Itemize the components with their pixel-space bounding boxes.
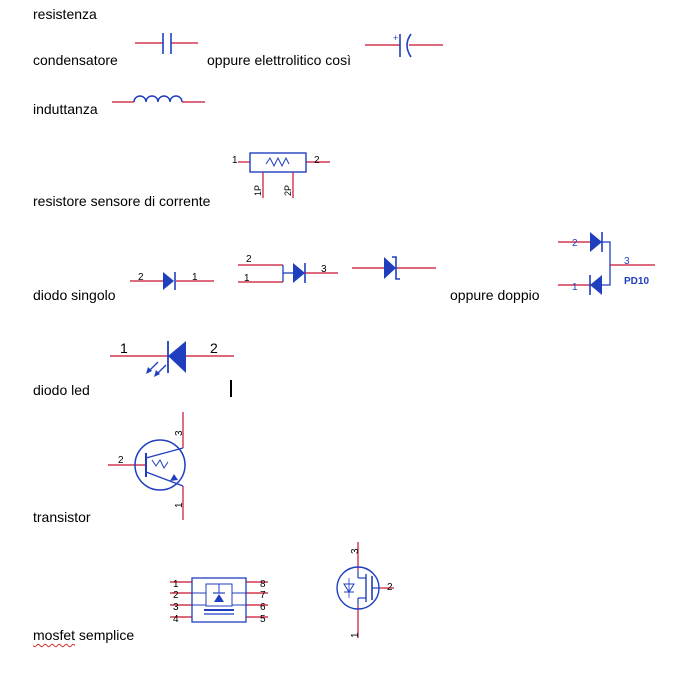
- label-induttanza: induttanza: [33, 101, 98, 117]
- label-mosfet-word: mosfet: [33, 627, 76, 643]
- pin-label: 3: [321, 264, 327, 275]
- pin-label: 1: [244, 273, 250, 284]
- pin-label: 1: [572, 282, 578, 293]
- pin-label: 2: [210, 340, 218, 356]
- label-diodo-led: diodo led: [33, 382, 90, 398]
- dual-diode-symbol: 2 1 3 PD10: [558, 232, 655, 295]
- mosfet-symbol: 3 2 1: [336, 542, 394, 638]
- diode-3pin-symbol: 2 1 3: [238, 254, 338, 284]
- pin-label: 1: [192, 272, 198, 283]
- pin-label: 3: [173, 602, 179, 613]
- pin-label: 7: [260, 590, 266, 601]
- label-mosfet-semplice: mosfet semplice: [33, 627, 134, 643]
- pin-label: 2: [387, 582, 393, 593]
- mosfet-ic-symbol: 1 2 3 4 8 7 6 5: [170, 577, 268, 625]
- pin-label: 1P: [253, 185, 263, 196]
- label-oppure-doppio: oppure doppio: [450, 287, 540, 303]
- pin-label: 5: [260, 614, 266, 625]
- pin-label: 2: [173, 590, 179, 601]
- pin-label: 2: [138, 272, 144, 283]
- transistor-symbol: 3 2 1: [108, 412, 186, 520]
- pin-label: 1: [174, 502, 185, 508]
- pin-label: 3: [350, 548, 361, 554]
- label-mosfet-rest: semplice: [75, 627, 135, 643]
- label-elettrolitico: oppure elettrolitico così: [207, 52, 351, 68]
- label-condensatore: condensatore: [33, 52, 118, 68]
- zener-diode-symbol: [352, 256, 436, 280]
- electrolytic-capacitor-symbol: +: [365, 33, 443, 58]
- pin-label: 6: [260, 602, 266, 613]
- pin-label: 2P: [283, 185, 293, 196]
- label-resistore-sensore: resistore sensore di corrente: [33, 193, 211, 209]
- pin-label: 1: [232, 155, 238, 166]
- pin-label: 2: [572, 238, 578, 249]
- pin-label: 1: [173, 579, 179, 590]
- inductor-symbol: [112, 95, 205, 103]
- pin-label: 3: [174, 430, 185, 436]
- led-symbol: 1 2: [110, 340, 234, 377]
- text-cursor: [230, 380, 232, 397]
- part-label-pd10: PD10: [624, 276, 649, 287]
- label-transistor: transistor: [33, 509, 91, 525]
- pin-label: 1: [120, 340, 128, 356]
- current-sense-resistor-symbol: 1 2 1P 2P: [232, 152, 330, 198]
- pin-label: 8: [260, 579, 266, 590]
- pin-label: 2: [246, 254, 252, 265]
- pin-label: 2: [118, 455, 124, 466]
- label-resistenza: resistenza: [33, 6, 97, 22]
- diode-symbol: 2 1: [130, 272, 214, 290]
- capacitor-symbol: [135, 33, 198, 54]
- pin-label: 3: [624, 256, 630, 267]
- pin-label: 4: [173, 614, 179, 625]
- label-diodo-singolo: diodo singolo: [33, 287, 116, 303]
- pin-label: 2: [314, 155, 320, 166]
- pin-label: 1: [350, 632, 361, 638]
- svg-text:+: +: [393, 33, 398, 43]
